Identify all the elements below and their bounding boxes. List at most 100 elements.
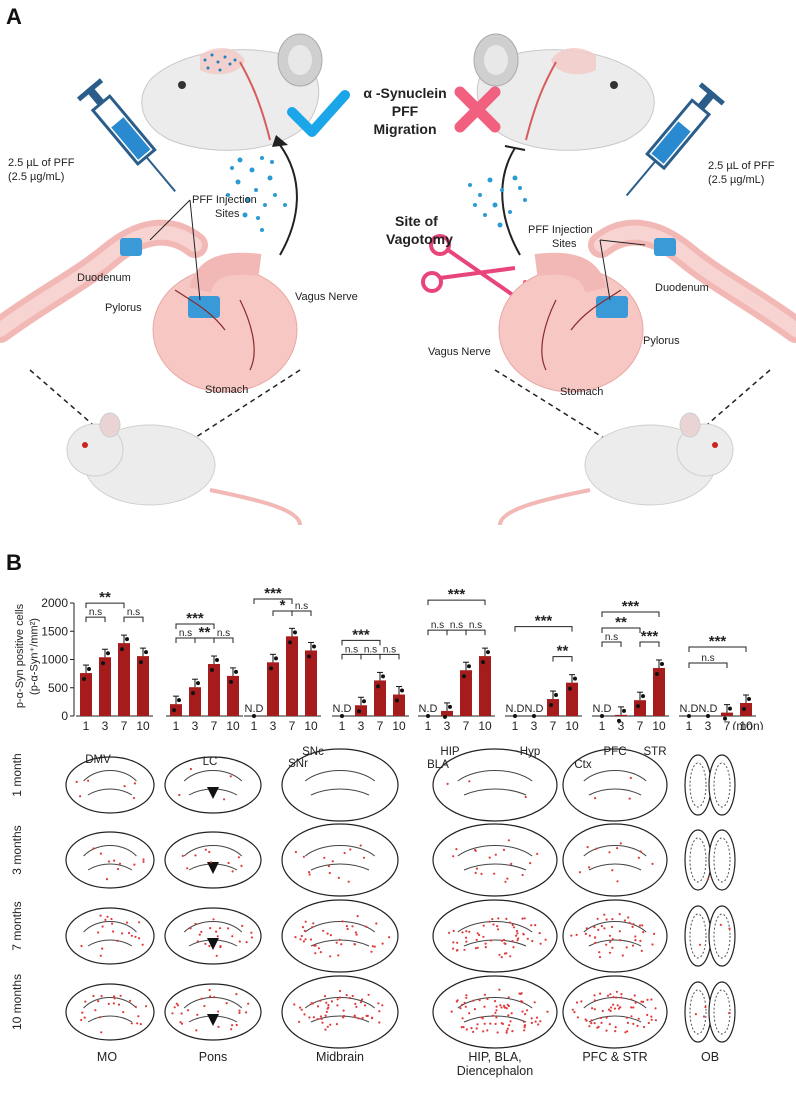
pathology-dot bbox=[343, 851, 346, 855]
pathology-dot bbox=[198, 933, 201, 936]
pathology-dot bbox=[354, 1002, 357, 1005]
left-mouse-head-illustration bbox=[141, 33, 323, 151]
data-point bbox=[426, 714, 430, 718]
pathology-dot bbox=[504, 942, 507, 945]
sig-bracket bbox=[688, 646, 747, 653]
pathology-dot bbox=[593, 926, 596, 929]
pathology-dot bbox=[111, 922, 114, 925]
data-point bbox=[139, 660, 143, 665]
pathology-dot bbox=[345, 994, 348, 997]
pathology-dot bbox=[526, 1009, 529, 1012]
pathology-dot bbox=[179, 1021, 182, 1024]
right-dose-line1: 2.5 µL of PFF bbox=[708, 160, 775, 172]
right-injection-sites-line1: PFF Injection bbox=[528, 224, 593, 236]
data-point bbox=[196, 681, 200, 686]
pathology-dot bbox=[112, 930, 115, 933]
pathology-dot bbox=[508, 921, 511, 924]
pathology-dot bbox=[507, 839, 510, 842]
pathology-dot bbox=[530, 924, 533, 927]
pathology-dot bbox=[632, 1022, 635, 1025]
brain-section-ob-inner bbox=[689, 913, 707, 959]
data-point bbox=[340, 714, 344, 718]
pathology-dot bbox=[603, 913, 606, 916]
pathology-dot bbox=[626, 1030, 629, 1033]
pathology-dot bbox=[641, 924, 644, 927]
data-point bbox=[443, 714, 447, 719]
sig-bracket bbox=[175, 623, 215, 630]
pathology-dot bbox=[530, 1021, 534, 1024]
sig-label: n.s bbox=[179, 628, 192, 639]
pathology-dot bbox=[536, 852, 539, 855]
sig-bracket bbox=[341, 639, 381, 646]
brain-section bbox=[164, 756, 262, 814]
pathology-dot bbox=[518, 992, 521, 995]
data-point bbox=[554, 693, 558, 698]
brain-section bbox=[164, 907, 262, 965]
brain-section-ob bbox=[708, 905, 736, 967]
bar bbox=[305, 650, 317, 716]
pathology-dot bbox=[620, 996, 623, 999]
brain-section-ob-inner bbox=[713, 762, 731, 808]
x-tick-label: 10 bbox=[652, 719, 666, 730]
row-label-10-months: 10 months bbox=[10, 973, 24, 1031]
nd-label: N.D bbox=[593, 703, 612, 715]
pathology-dot bbox=[498, 988, 501, 991]
pathology-dot bbox=[611, 918, 614, 921]
brain-section-ob bbox=[708, 829, 736, 891]
right-dose-line2: (2.5 µg/mL) bbox=[708, 174, 765, 186]
sig-label: *** bbox=[186, 610, 204, 627]
y-tick-label: 2000 bbox=[41, 596, 68, 610]
pathology-dot bbox=[505, 1007, 508, 1010]
pathology-dot bbox=[325, 1010, 328, 1013]
right-pff-dots bbox=[468, 175, 527, 228]
brain-ventricle bbox=[207, 862, 219, 874]
pathology-dot bbox=[493, 872, 496, 875]
pathology-dot bbox=[353, 943, 356, 946]
data-point bbox=[655, 671, 659, 676]
pathology-dot bbox=[134, 935, 137, 938]
region-annotation: BLA bbox=[427, 759, 449, 771]
pathology-dot bbox=[509, 955, 512, 958]
pathology-dot bbox=[347, 880, 350, 883]
pathology-dot bbox=[79, 795, 82, 798]
sig-bracket bbox=[601, 627, 641, 633]
sig-bracket bbox=[85, 602, 125, 609]
pathology-dot bbox=[650, 1018, 653, 1021]
left-injection-sites-line2: Sites bbox=[215, 208, 240, 220]
brain-section-ob-inner bbox=[713, 989, 731, 1035]
y-tick-label: 1500 bbox=[41, 624, 68, 638]
x-tick-label: 1 bbox=[339, 719, 346, 730]
pathology-dot bbox=[694, 1013, 698, 1016]
pathology-dot bbox=[619, 842, 622, 845]
pathology-dot bbox=[329, 934, 332, 937]
brain-contour bbox=[83, 770, 137, 782]
pathology-dot bbox=[517, 937, 520, 940]
data-point bbox=[747, 697, 751, 702]
x-unit-label: (mon) bbox=[732, 719, 763, 730]
brain-section-ob bbox=[684, 905, 712, 967]
pathology-dot bbox=[601, 1009, 604, 1013]
pathology-dot bbox=[605, 943, 608, 946]
pathology-dot bbox=[475, 938, 478, 941]
pathology-dot bbox=[495, 1016, 498, 1019]
pathology-dot bbox=[515, 929, 519, 933]
left-vagus-label: Vagus Nerve bbox=[295, 291, 358, 303]
pathology-dot bbox=[651, 943, 654, 946]
pathology-dot bbox=[446, 782, 449, 785]
pathology-dot bbox=[187, 1009, 190, 1012]
pathology-dot bbox=[299, 938, 302, 941]
pathology-dot bbox=[337, 876, 340, 879]
sig-label: n.s bbox=[701, 653, 714, 664]
pathology-dot bbox=[612, 996, 615, 999]
pathology-dot bbox=[377, 1002, 380, 1005]
pathology-dot bbox=[511, 1030, 514, 1033]
pathology-dot bbox=[459, 1007, 462, 1010]
pathology-dot bbox=[608, 1023, 611, 1026]
pathology-dot bbox=[523, 1024, 527, 1027]
pathology-dot bbox=[308, 1016, 311, 1019]
pathology-dot bbox=[475, 867, 478, 870]
pathology-dot bbox=[486, 1029, 489, 1032]
data-point bbox=[362, 699, 366, 704]
data-point bbox=[467, 664, 471, 669]
pathology-dot bbox=[116, 867, 120, 871]
